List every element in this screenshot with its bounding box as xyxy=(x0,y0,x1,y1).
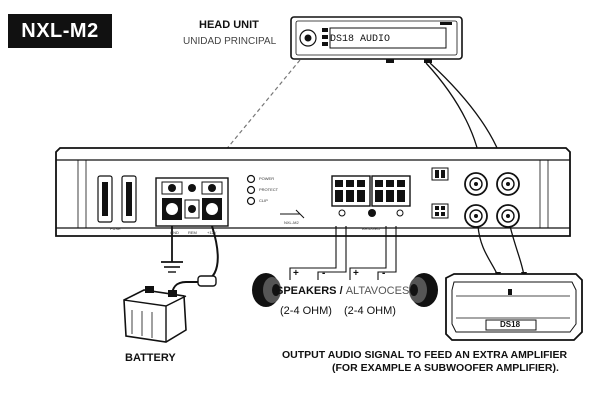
terminal-12v-label: +12V xyxy=(207,230,217,235)
polarity-plus-right: + xyxy=(353,268,359,279)
speaker-left xyxy=(252,273,281,307)
polarity-minus-right: - xyxy=(382,268,386,279)
speaker-right xyxy=(409,273,438,307)
speaker-terminals xyxy=(331,175,411,217)
model-badge: NXL-M2 xyxy=(8,14,112,48)
output-note-line1: OUTPUT AUDIO SIGNAL TO FEED AN EXTRA AMP… xyxy=(282,349,568,361)
polarity-minus-left: - xyxy=(322,268,326,279)
speakers-separator: / xyxy=(339,285,343,297)
fuse-block xyxy=(97,175,137,223)
polarity-plus-left: + xyxy=(293,268,299,279)
ground-symbol xyxy=(161,226,183,273)
battery xyxy=(123,286,187,343)
speakers-label: SPEAKERS / ALTAVOCES xyxy=(276,285,409,297)
bridged-label: BRIDGED xyxy=(362,226,381,231)
head-unit xyxy=(290,16,463,63)
indicator-power-label: POWER xyxy=(259,176,275,181)
remote-wire xyxy=(205,59,301,175)
indicator-clip-label: CLIP xyxy=(259,198,268,203)
power-terminals xyxy=(155,177,229,227)
battery-label: BATTERY xyxy=(125,352,176,364)
speakers-label-es: ALTAVOCES xyxy=(345,285,410,297)
rca-jacks xyxy=(464,172,520,228)
indicator-leds xyxy=(246,174,256,206)
terminal-gnd-label: GND xyxy=(170,230,179,235)
indicator-protect-label: PROTECT xyxy=(259,187,279,192)
impedance-right: (2-4 OHM) xyxy=(344,305,396,317)
amp-model-label: NXL-M2 xyxy=(284,220,299,225)
output-note-line2: (FOR EXAMPLE A SUBWOOFER AMPLIFIER). xyxy=(332,362,559,374)
bass-switches xyxy=(431,167,449,219)
head-unit-display: DS18 AUDIO xyxy=(330,34,391,45)
terminal-rem-label: REM xyxy=(188,230,197,235)
inline-fuse xyxy=(197,275,217,287)
speaker-wires xyxy=(289,226,397,280)
fuse-label: FUSE xyxy=(110,226,121,231)
head-unit-title: HEAD UNIT xyxy=(199,19,259,31)
head-unit-subtitle: UNIDAD PRINCIPAL xyxy=(183,36,277,47)
amp-model-mark xyxy=(280,209,305,219)
extra-amp-brand: DS18 xyxy=(500,320,521,329)
impedance-left: (2-4 OHM) xyxy=(280,305,332,317)
extra-amplifier xyxy=(445,273,583,341)
speakers-label-en: SPEAKERS xyxy=(276,285,337,297)
